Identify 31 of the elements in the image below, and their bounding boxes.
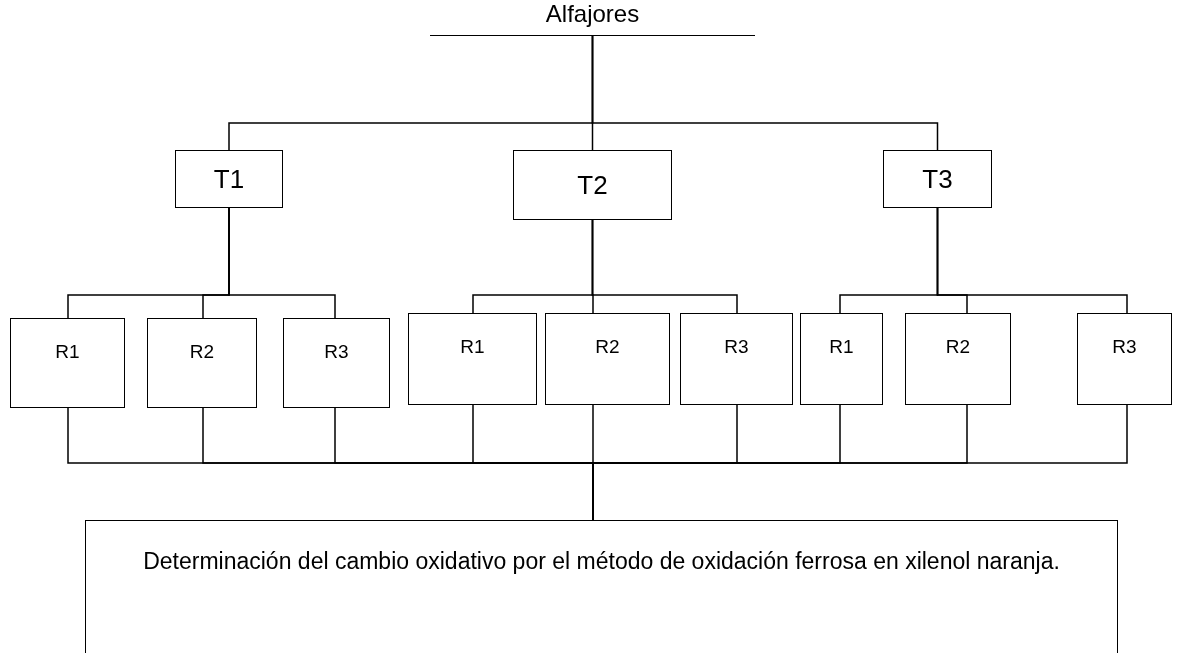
box-label: R1 [460,336,485,358]
box-label: Determinación del cambio oxidativo por el método de oxidación ferrosa en xilenol naranja. [143,547,1060,576]
replicate-box [680,313,793,405]
box-label: T2 [577,169,608,201]
box-label: R3 [324,341,349,363]
connector-line [936,207,1128,314]
treatment-box [883,150,992,208]
title-text: Alfajores [545,0,640,28]
box-label: T1 [213,163,245,195]
connector-line [591,219,738,314]
box-label: R2 [189,341,215,363]
box-label: R3 [724,336,749,358]
box-label: R1 [829,336,854,358]
replicate-box [800,313,883,405]
treatment-box [513,150,672,220]
treatment-box [175,150,283,208]
box-label: R1 [55,341,80,363]
replicate-box [283,318,390,408]
replicate-box [10,318,125,408]
box-label: T3 [922,163,953,195]
box-label: R2 [945,336,971,358]
box-label: R2 [595,336,620,358]
connector-line [228,207,336,319]
replicate-box [408,313,537,405]
replicate-box [545,313,670,405]
method-box [85,520,1118,653]
replicate-box [905,313,1011,405]
connector-line [591,35,939,151]
replicate-box [1077,313,1172,405]
box-label: R3 [1112,336,1137,358]
replicate-box [147,318,257,408]
